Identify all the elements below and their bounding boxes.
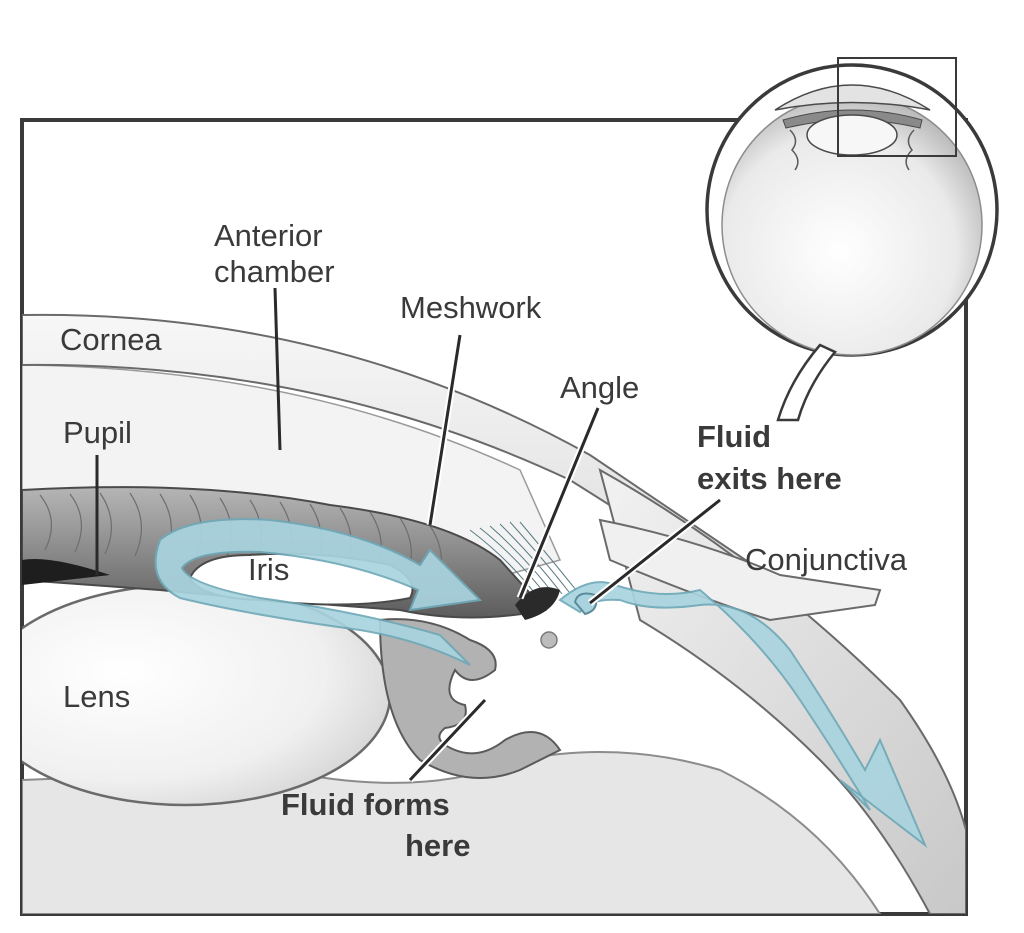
label-fluid-exits-line1: Fluid: [697, 419, 771, 454]
angle-recess: [515, 587, 560, 620]
drainage-sphere: [540, 631, 558, 649]
leader-lines: [95, 287, 723, 783]
pupil-edge: [22, 559, 110, 585]
fluid-flow-path: [154, 518, 483, 666]
inset-highlight-box: [837, 57, 957, 157]
label-fluid-forms-line2: here: [405, 828, 470, 863]
label-anterior-chamber-line1: Anterior: [214, 218, 323, 253]
label-iris: Iris: [248, 552, 289, 587]
ciliary-body: [378, 618, 562, 779]
fluid-exit-channel: [558, 581, 928, 849]
label-conjunctiva: Conjunctiva: [745, 542, 908, 577]
label-fluid-exits-line2: exits here: [697, 461, 842, 496]
label-fluid-forms-line1: Fluid forms: [281, 787, 450, 822]
label-meshwork: Meshwork: [400, 290, 542, 325]
label-pupil: Pupil: [63, 415, 132, 450]
label-cornea: Cornea: [60, 322, 162, 357]
label-angle: Angle: [560, 370, 639, 405]
inset-eyeball-view: [705, 57, 999, 422]
label-anterior-chamber-line2: chamber: [214, 254, 335, 289]
label-lens: Lens: [63, 679, 130, 714]
